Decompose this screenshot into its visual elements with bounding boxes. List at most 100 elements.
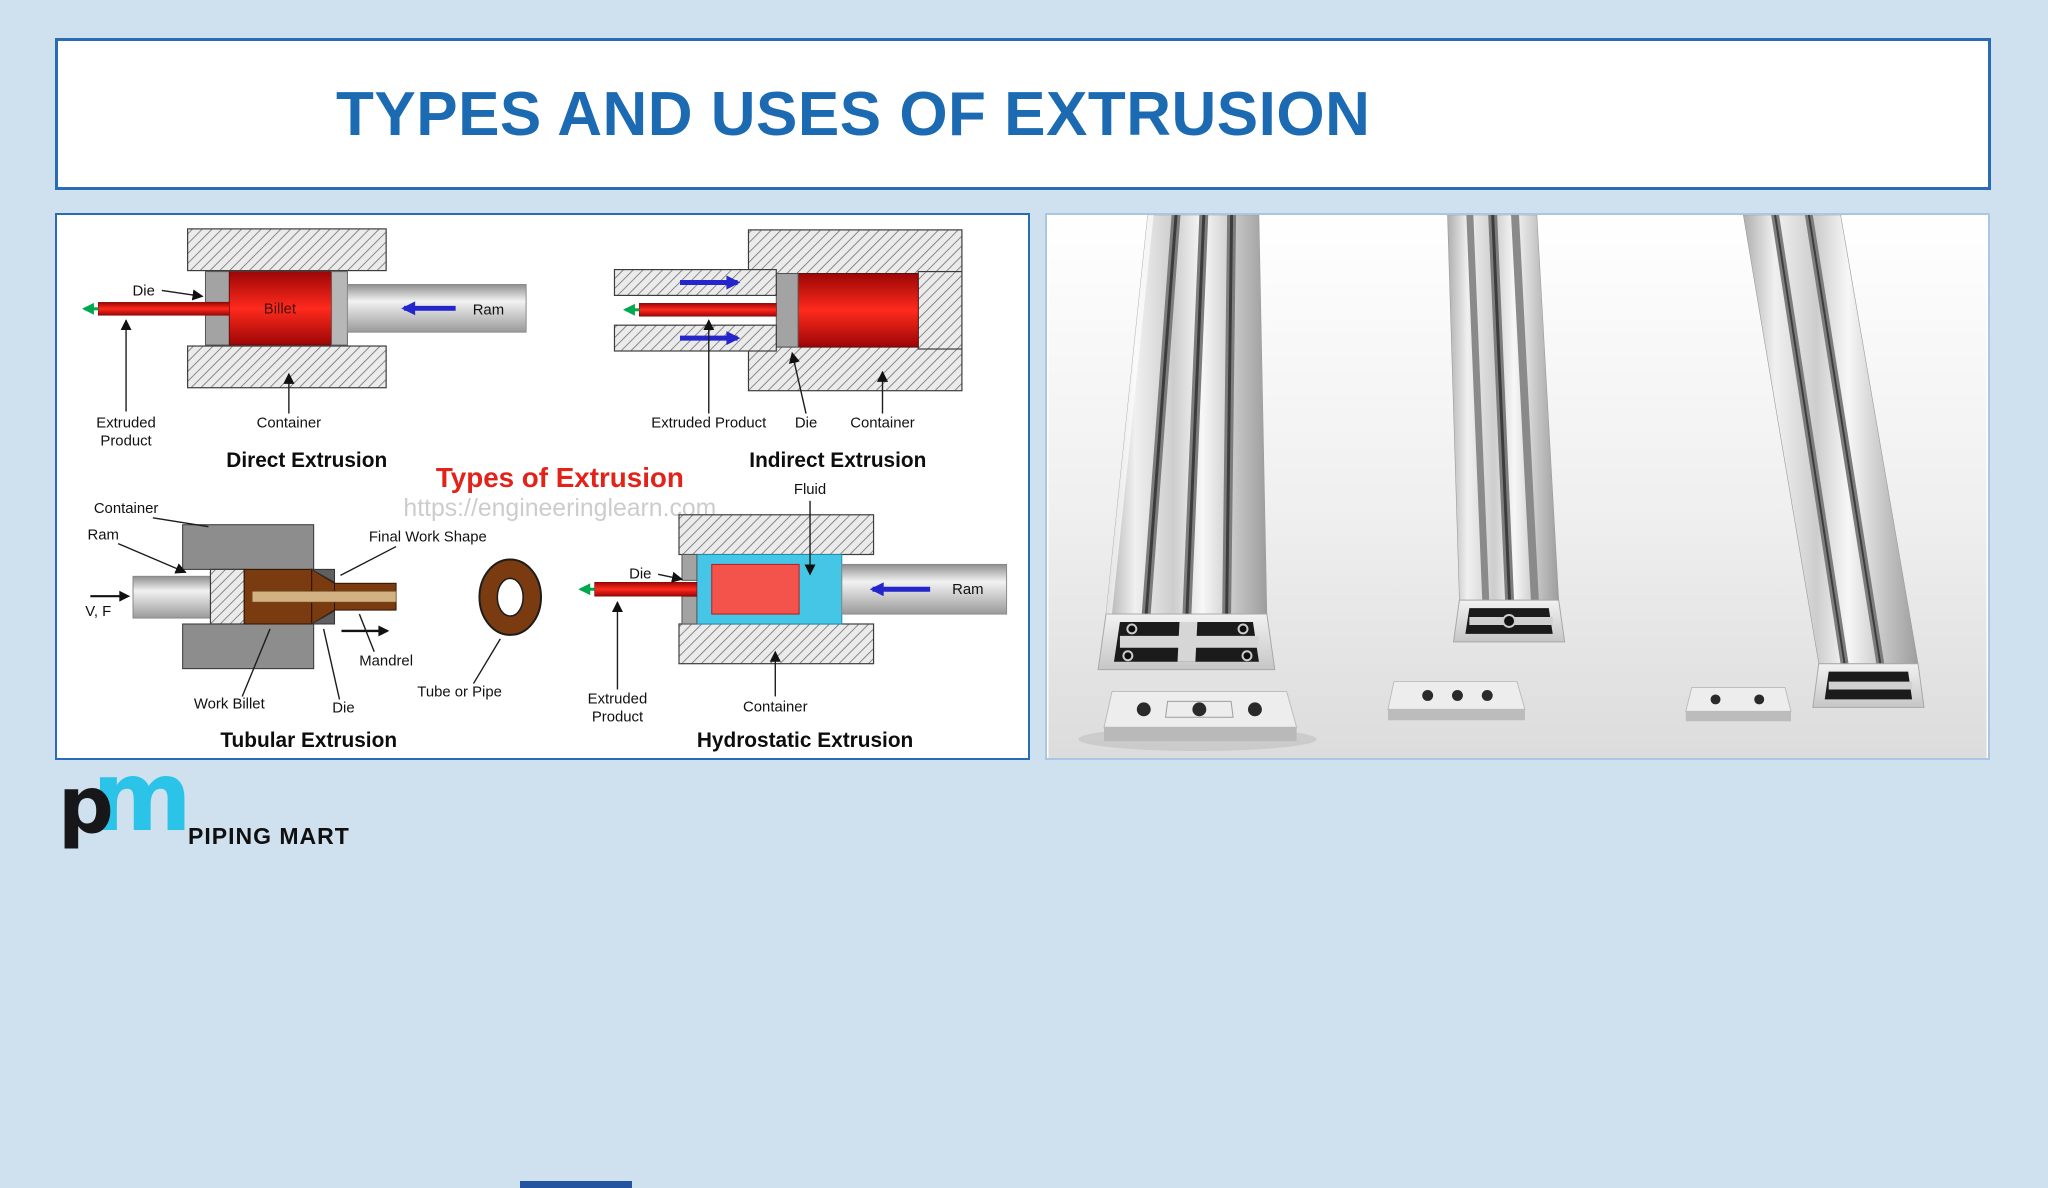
profile-slice-right-side	[1685, 711, 1791, 722]
profile-bar-left-hole2	[1237, 623, 1249, 635]
profile-slice-right	[1685, 687, 1792, 722]
direct-billet-label: Billet	[264, 301, 297, 317]
indirect-billet	[797, 273, 919, 348]
diagram-watermark: https://engineeringlearn.com	[403, 495, 716, 522]
profile-bar-middle-groove3	[1511, 215, 1539, 601]
direct-dummy-block	[331, 271, 348, 346]
direct-container-bottom-block	[187, 345, 387, 389]
hydro-die-bottom	[681, 595, 698, 625]
hydro-billet	[711, 563, 800, 615]
hydro-fluid-label: Fluid	[794, 482, 826, 498]
indirect-die-pointer-arrow-icon	[788, 351, 807, 414]
tubular-container-bottom-block	[182, 623, 315, 670]
indirect-container-top-block	[747, 229, 963, 275]
profile-bar-right-groove2-slot	[1807, 215, 1882, 664]
extrusion-types-diagram-panel: Die Billet Ram Extruded Product Containe…	[55, 213, 1030, 760]
profile-slice-left-side	[1104, 727, 1297, 742]
tubular-ram-pointer-arrow-icon	[117, 542, 187, 574]
indirect-extrusion-diagram: Extruded Product Die Container Indirect …	[613, 229, 963, 472]
hydro-die-top	[681, 554, 698, 581]
profile-bar-left-hole4	[1241, 650, 1253, 662]
direct-ram-label: Ram	[473, 302, 504, 318]
direct-extrusion-diagram: Die Billet Ram Extruded Product Containe…	[81, 228, 527, 472]
hydro-die-label: Die	[629, 566, 651, 582]
hydrostatic-extrusion-diagram: Fluid Die Ram Extruded Product Container…	[578, 482, 1008, 752]
hydro-die-pointer-arrow-icon	[658, 571, 684, 583]
profile-slice-middle-side	[1387, 709, 1525, 721]
direct-die-top	[204, 271, 230, 303]
tubular-ram-label: Ram	[88, 528, 119, 544]
tubular-die-top	[309, 568, 336, 584]
indirect-hollow-ram-top	[613, 269, 777, 297]
direct-container-top-block	[187, 228, 387, 272]
profile-bar-right-web	[1828, 681, 1913, 690]
direct-die-bottom	[204, 313, 230, 346]
profile-bar-left-groove1-slot	[1144, 215, 1178, 615]
tubular-mandrel-label: Mandrel	[359, 654, 413, 670]
hydro-extruded-product-label-line1: Extruded	[588, 691, 648, 707]
tubular-die-label: Die	[332, 700, 354, 716]
direct-billet	[228, 271, 332, 346]
tubular-extrusion-caption: Tubular Extrusion	[220, 729, 397, 752]
tubular-velocity-force-label: V, F	[85, 604, 111, 620]
tubular-input-shaft	[132, 575, 213, 619]
profile-slice-right-hole2	[1754, 694, 1765, 705]
title-box: TYPES AND USES OF EXTRUSION	[55, 38, 1991, 190]
logo-letter-m: m	[92, 741, 193, 853]
profile-bar-left-web-vertical	[1177, 622, 1198, 662]
profile-bar-right	[1743, 215, 1925, 708]
page-title: TYPES AND USES OF EXTRUSION	[336, 79, 1371, 149]
tubular-tube-or-pipe-pointer-line	[472, 638, 501, 684]
indirect-container-label: Container	[850, 415, 915, 431]
profile-slice-middle	[1387, 681, 1526, 721]
hydro-extruded-rod	[594, 581, 698, 597]
profile-bar-left-hole3	[1122, 650, 1134, 662]
tubular-final-work-shape-label: Final Work Shape	[369, 530, 487, 546]
profile-bar-left	[1097, 215, 1276, 671]
profile-slice-right-hole1	[1710, 694, 1721, 705]
indirect-die-label: Die	[795, 415, 817, 431]
direct-extruded-product-label-line2: Product	[100, 433, 152, 449]
aluminum-profiles-photo	[1045, 213, 1990, 760]
logo-text: PIPING MART	[188, 823, 350, 849]
hydro-container-bottom-block	[678, 623, 875, 665]
tubular-die-pointer-line	[322, 628, 341, 700]
diagram-heading: Types of Extrusion	[436, 462, 684, 493]
bottom-accent-bar	[520, 1181, 632, 1188]
tubular-die-bottom	[309, 610, 336, 625]
profile-slice-left-hole2	[1192, 702, 1207, 717]
direct-extrusion-caption: Direct Extrusion	[226, 449, 387, 472]
profile-slice-left	[1103, 690, 1298, 742]
profile-bar-middle-hole	[1502, 614, 1517, 628]
tubular-container-pointer-line	[152, 517, 209, 528]
indirect-extruded-rod	[638, 303, 777, 317]
indirect-extrusion-caption: Indirect Extrusion	[749, 449, 926, 472]
hydro-container-top-block	[678, 514, 875, 556]
indirect-die	[775, 273, 799, 348]
profile-bar-left-hole1	[1126, 623, 1138, 635]
direct-die-label: Die	[133, 283, 155, 299]
photo-canvas	[1048, 215, 1987, 758]
profile-bar-middle	[1447, 215, 1566, 643]
profile-slice-left-hole3	[1247, 702, 1262, 717]
tubular-final-work-shape-pointer-line	[340, 545, 397, 576]
hydro-container-label: Container	[743, 699, 808, 715]
tubular-tube-or-pipe-label: Tube or Pipe	[417, 684, 502, 700]
direct-extruded-product-label-line1: Extruded	[96, 415, 156, 431]
direct-container-label: Container	[257, 415, 322, 431]
tubular-work-billet-label: Work Billet	[194, 696, 266, 712]
profile-slice-left-hole1	[1136, 702, 1151, 717]
tubular-extrusion-diagram: Container Ram V, F Final Work Shape Mand…	[85, 501, 543, 752]
profile-slice-middle-hole1	[1422, 690, 1434, 701]
profile-slice-middle-hole3	[1481, 690, 1493, 701]
piping-mart-logo: m p PIPING MART	[58, 741, 488, 885]
profile-bar-right-groove1-slot	[1774, 215, 1846, 664]
diagram-canvas: Die Billet Ram Extruded Product Containe…	[81, 228, 1008, 752]
indirect-container-bottom-block	[747, 346, 963, 392]
hydrostatic-extrusion-caption: Hydrostatic Extrusion	[697, 729, 913, 752]
direct-extruded-rod	[97, 302, 230, 316]
tubular-ram	[209, 568, 245, 625]
tubular-work-billet-pointer-line	[241, 628, 271, 697]
profile-bar-middle-groove2-slot	[1491, 215, 1512, 601]
direct-die-pointer-arrow-icon	[161, 289, 204, 301]
